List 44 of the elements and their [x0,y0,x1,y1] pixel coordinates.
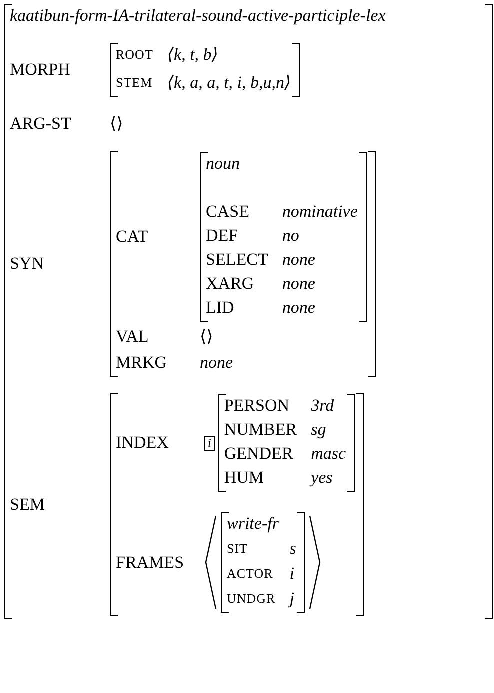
feature-name: SEM [10,494,46,516]
feature-name: VAL [116,326,150,348]
feature-name: SYN [10,253,46,275]
feature-value: s [290,538,296,560]
feature-name: DEF [206,225,240,247]
type-label: write-fr [227,513,280,535]
feature-value: j [290,588,296,610]
feature-name: ARG-ST [10,113,72,135]
feature-name: PERSON [224,395,291,417]
feature-name: INDEX [116,432,170,454]
index-tag: i [204,436,216,450]
type-label: kaatibun-form-IA-trilateral-sound-active-participle-lex [10,5,387,27]
feature-name: ACTOR [227,565,274,583]
feature-name: HUM [224,467,266,489]
feature-name: LID [206,297,236,319]
feature-value: masc [311,443,346,465]
feature-name: STEM [116,74,154,92]
feature-name: FRAMES [116,552,186,574]
feature-name: CASE [206,201,250,223]
feature-value: none [200,352,234,374]
feature-name: CAT [116,226,150,248]
feature-value: i [290,563,296,585]
feature-name: MRKG [116,352,168,374]
feature-name: UNDGR [227,590,276,608]
feature-name: SIT [227,540,249,558]
feature-value: none [282,273,316,295]
feature-value: ⟨k, a, a, t, i, b,u,n⟩ [167,72,292,94]
feature-value: none [282,297,316,319]
feature-name: MORPH [10,59,72,81]
feature-name: SELECT [206,249,268,271]
feature-value: nominative [282,201,358,223]
feature-value: sg [311,419,328,441]
feature-value: no [282,225,300,247]
feature-value: 3rd [311,395,336,417]
feature-name: ROOT [116,46,154,64]
feature-value: yes [311,467,334,489]
feature-value: ⟨⟩ [110,113,124,135]
feature-name: GENDER [224,443,294,465]
type-label: noun [206,153,241,175]
feature-value: ⟨k, t, b⟩ [167,44,220,66]
feature-name: NUMBER [224,419,298,441]
feature-name: XARG [206,273,256,295]
feature-value: ⟨⟩ [200,326,214,348]
feature-value: none [282,249,316,271]
